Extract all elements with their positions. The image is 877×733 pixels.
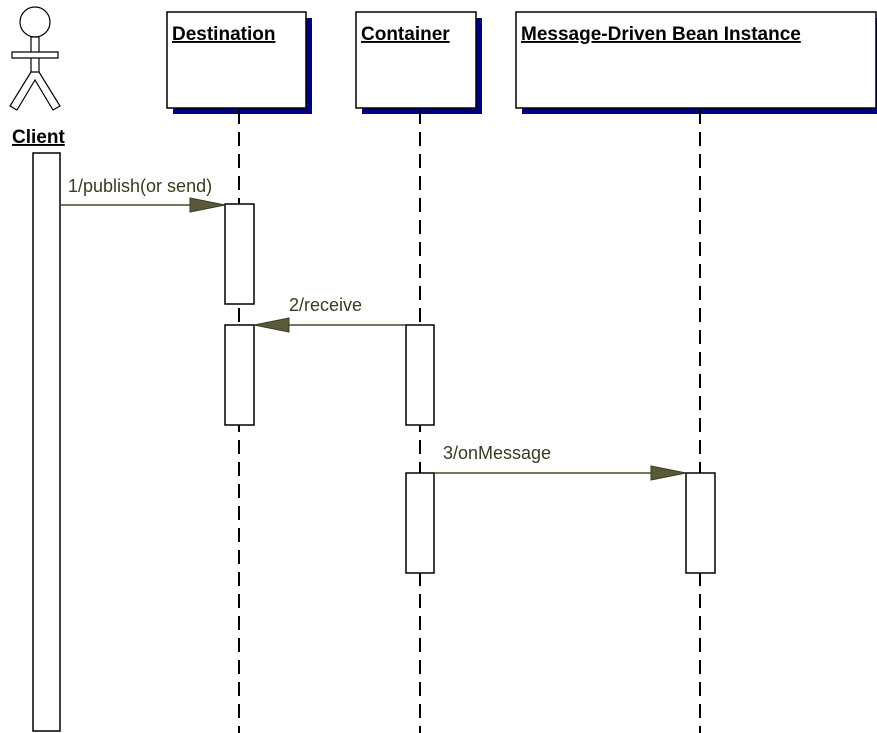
message-1-arrow-icon — [189, 197, 226, 213]
destination-box — [166, 11, 307, 109]
container-box — [355, 11, 477, 109]
destination-participant: Destination — [166, 11, 312, 733]
message-2: 2/receive — [253, 295, 406, 333]
message-1: 1/publish(or send) — [60, 176, 226, 213]
client-actor: Client — [9, 6, 65, 732]
container-participant: Container — [355, 11, 482, 733]
mdb-activation — [685, 472, 716, 574]
message-3: 3/onMessage — [434, 443, 687, 481]
destination-activation-1 — [224, 203, 255, 305]
destination-label: Destination — [172, 24, 275, 45]
message-2-arrow-icon — [253, 317, 290, 333]
mdb-participant: Message-Driven Bean Instance — [515, 11, 877, 733]
message-3-label: 3/onMessage — [443, 443, 551, 463]
container-activation-1 — [405, 324, 435, 426]
message-3-arrow-icon — [650, 465, 687, 481]
destination-activation-2 — [224, 324, 255, 426]
client-label: Client — [12, 127, 65, 148]
client-activation-bar — [32, 152, 61, 732]
container-label: Container — [361, 24, 450, 45]
message-2-label: 2/receive — [289, 295, 362, 315]
message-1-label: 1/publish(or send) — [68, 176, 212, 196]
container-activation-2 — [405, 472, 435, 574]
mdb-box — [515, 11, 877, 109]
mdb-label: Message-Driven Bean Instance — [521, 24, 801, 45]
stick-figure-icon — [9, 6, 61, 111]
